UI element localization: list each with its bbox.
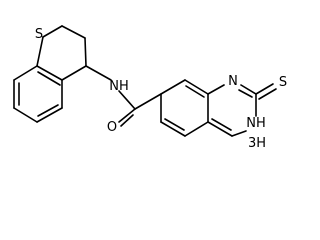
amide-nitrogen-label: NH <box>109 79 129 94</box>
bond-c7q-c8q <box>160 79 186 95</box>
ring-sulfur-label: S <box>35 27 43 42</box>
thiochromane-ring-system <box>13 25 87 123</box>
bond-n-carbonyl <box>118 90 136 110</box>
bond-c2-s-inner <box>258 88 277 100</box>
bond-c6-c5 <box>36 107 63 123</box>
bond-c2-c3 <box>61 25 86 39</box>
bond-c8a-s <box>36 36 44 67</box>
bond-c4a-c8a-inner <box>37 71 61 86</box>
bond-c5q-c6q <box>160 121 186 137</box>
quinazoline-h3-label: 3H <box>248 136 266 151</box>
bond-c4-c4aq <box>207 121 233 137</box>
bond-c4-c4aq-inner <box>211 118 232 131</box>
bond-c8q-c8aq-inner <box>185 85 205 98</box>
bond-c2-s <box>255 83 274 95</box>
bond-c7-c6 <box>13 107 38 123</box>
bond-c8a-c8 <box>13 65 38 81</box>
bond-n3-c4 <box>231 130 247 137</box>
bond-c4-c4a <box>61 65 87 81</box>
bond-n1-c2-inner <box>238 89 253 98</box>
bond-n1-c2 <box>240 84 257 95</box>
bond-carbonyl-o <box>118 108 136 123</box>
quinazoline-thione-ring-system <box>160 79 277 137</box>
bond-c4a-c8a <box>36 65 63 81</box>
bond-c5q-c6q-inner <box>164 118 185 131</box>
bond-carbonyl-o-inner <box>120 114 134 127</box>
bond-c8aq-n1 <box>207 84 225 95</box>
thione-sulfur-label: S <box>279 75 287 90</box>
bond-c3-c4 <box>84 37 87 67</box>
bond-c4-n <box>85 65 112 81</box>
chemical-structure-diagram: S NH O N NH 3H S <box>13 25 287 151</box>
bond-carbonyl-c7q <box>134 93 162 110</box>
bond-s-c2 <box>42 25 63 38</box>
bond-c6-c5-inner <box>37 104 59 117</box>
bond-c4aq-c5q <box>184 121 209 137</box>
amide-oxygen-label: O <box>107 120 117 135</box>
carboxamide-linker <box>85 65 162 127</box>
quinazoline-nh3-label: NH <box>246 116 266 131</box>
bond-c8q-c8aq <box>184 79 209 95</box>
quinazoline-n1-label: N <box>228 74 238 89</box>
